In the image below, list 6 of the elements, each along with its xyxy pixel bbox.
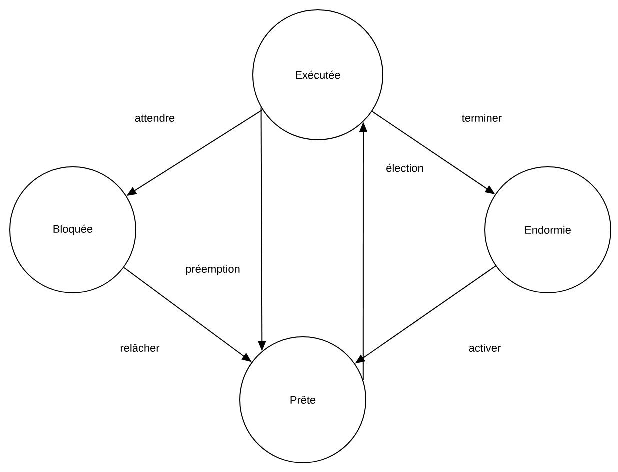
edge-label: élection [385, 162, 425, 174]
edge-label: activer [468, 342, 502, 353]
edge-label: attendre [134, 112, 176, 124]
edge-label: relâcher [119, 342, 161, 354]
edge-label: terminer [460, 112, 504, 124]
edge-label: préemption [184, 264, 242, 276]
